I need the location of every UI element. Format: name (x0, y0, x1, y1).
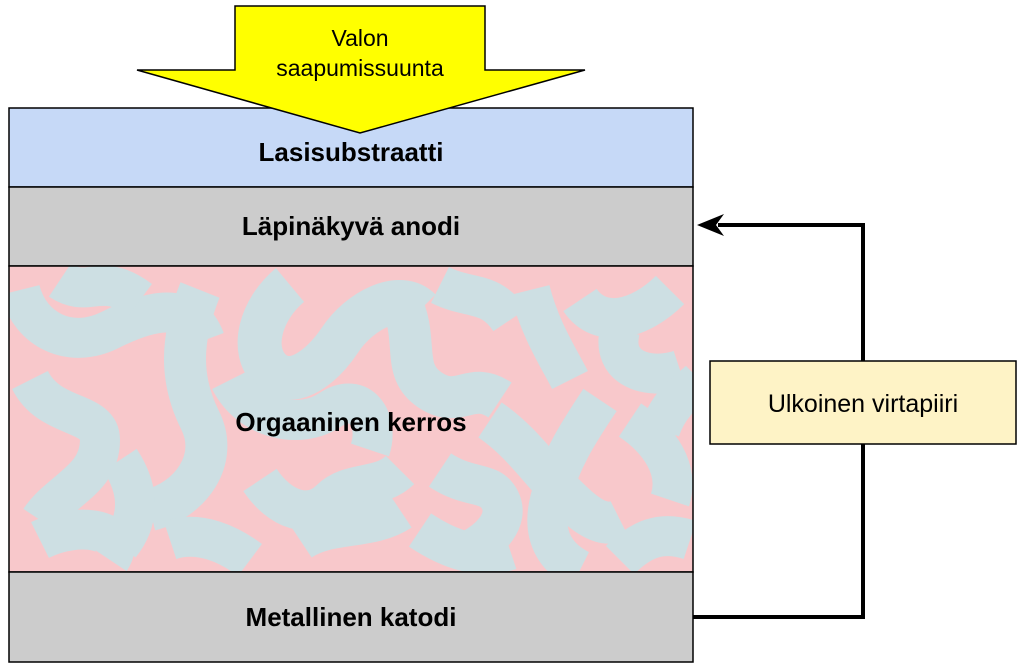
cathode-label: Metallinen katodi (246, 602, 457, 632)
external-circuit-box: Ulkoinen virtapiiri (709, 360, 1017, 445)
arrowhead-icon (697, 214, 724, 236)
anode-layer: Läpinäkyvä anodi (8, 186, 694, 267)
donor-acceptor-domains (9, 266, 693, 572)
light-arrow-label-line2: saapumissuunta (276, 55, 444, 81)
cathode-layer: Metallinen katodi (8, 571, 694, 663)
circuit-wire (693, 214, 865, 619)
external-circuit-label: Ulkoinen virtapiiri (768, 390, 958, 418)
light-arrow-label-line1: Valon (331, 25, 388, 51)
organic-layer-label: Orgaaninen kerros (235, 407, 466, 437)
glass-substrate-label: Lasisubstraatti (259, 137, 444, 167)
anode-label: Läpinäkyvä anodi (242, 211, 460, 241)
organic-layer: Orgaaninen kerros (8, 265, 694, 573)
light-direction-arrow: Valon saapumissuunta (136, 5, 586, 134)
